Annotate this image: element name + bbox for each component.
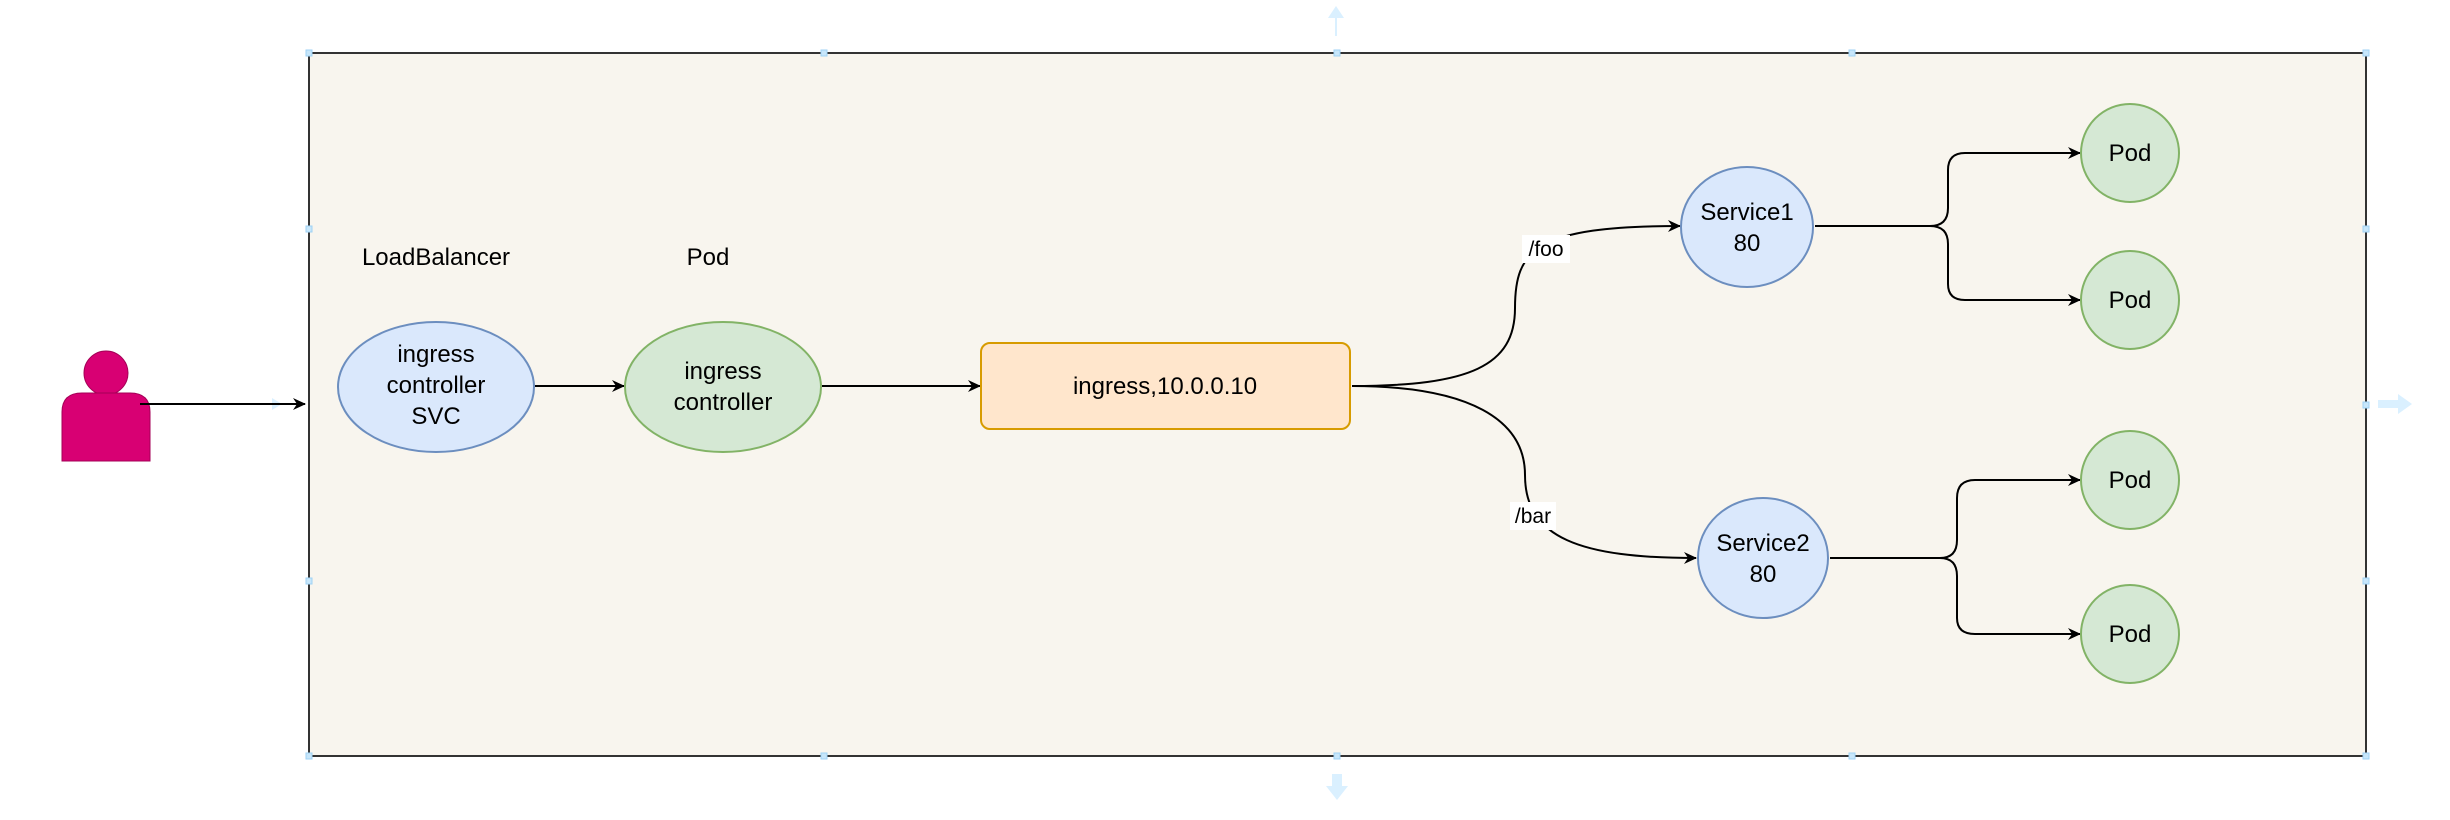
pod1-label: Pod — [2109, 140, 2152, 167]
bar-path-label: /bar — [1515, 505, 1551, 528]
svc-label-line3: SVC — [411, 403, 460, 430]
pod1-node[interactable]: Pod — [2080, 103, 2180, 203]
edge-ingress-to-service2 — [1351, 385, 1697, 564]
ingress-controller-node[interactable]: ingress controller — [624, 321, 822, 453]
svc-label-line2: controller — [387, 372, 486, 399]
bar-path-label-group: /bar — [1510, 502, 1556, 530]
service1-port: 80 — [1734, 230, 1761, 257]
foo-path-label-group: /foo — [1522, 235, 1570, 263]
svc-label-line1: ingress — [397, 341, 474, 368]
pod2-node[interactable]: Pod — [2080, 250, 2180, 350]
service2-node[interactable]: Service2 80 — [1697, 497, 1829, 619]
edge-ingress-to-service1 — [1351, 220, 1681, 387]
ingress-label: ingress,10.0.0.10 — [1073, 373, 1257, 400]
ingress-controller-svc-node[interactable]: ingress controller SVC — [337, 321, 535, 453]
pod4-node[interactable]: Pod — [2080, 584, 2180, 684]
loadbalancer-label: LoadBalancer — [362, 244, 510, 271]
edges — [140, 147, 2081, 640]
pod3-node[interactable]: Pod — [2080, 430, 2180, 530]
ingress-node[interactable]: ingress,10.0.0.10 — [980, 342, 1351, 430]
foo-path-label: /foo — [1528, 238, 1563, 261]
service1-node[interactable]: Service1 80 — [1680, 166, 1814, 288]
controller-label-line1: ingress — [684, 358, 761, 385]
pod-heading-label: Pod — [687, 244, 730, 271]
pod3-label: Pod — [2109, 467, 2152, 494]
edge-service1-to-pod2 — [1815, 225, 2081, 306]
pod2-label: Pod — [2109, 287, 2152, 314]
user-icon — [61, 350, 151, 462]
service1-name: Service1 — [1700, 199, 1793, 226]
pod4-label: Pod — [2109, 621, 2152, 648]
edge-service2-to-pod4 — [1830, 557, 2081, 640]
service2-port: 80 — [1750, 561, 1777, 588]
controller-label-line2: controller — [674, 389, 773, 416]
resize-arrows[interactable] — [272, 6, 2412, 800]
service2-name: Service2 — [1716, 530, 1809, 557]
selection-handles[interactable] — [305, 49, 2370, 760]
edge-service1-to-pod1 — [1815, 147, 2081, 227]
edge-service2-to-pod3 — [1830, 474, 2081, 559]
